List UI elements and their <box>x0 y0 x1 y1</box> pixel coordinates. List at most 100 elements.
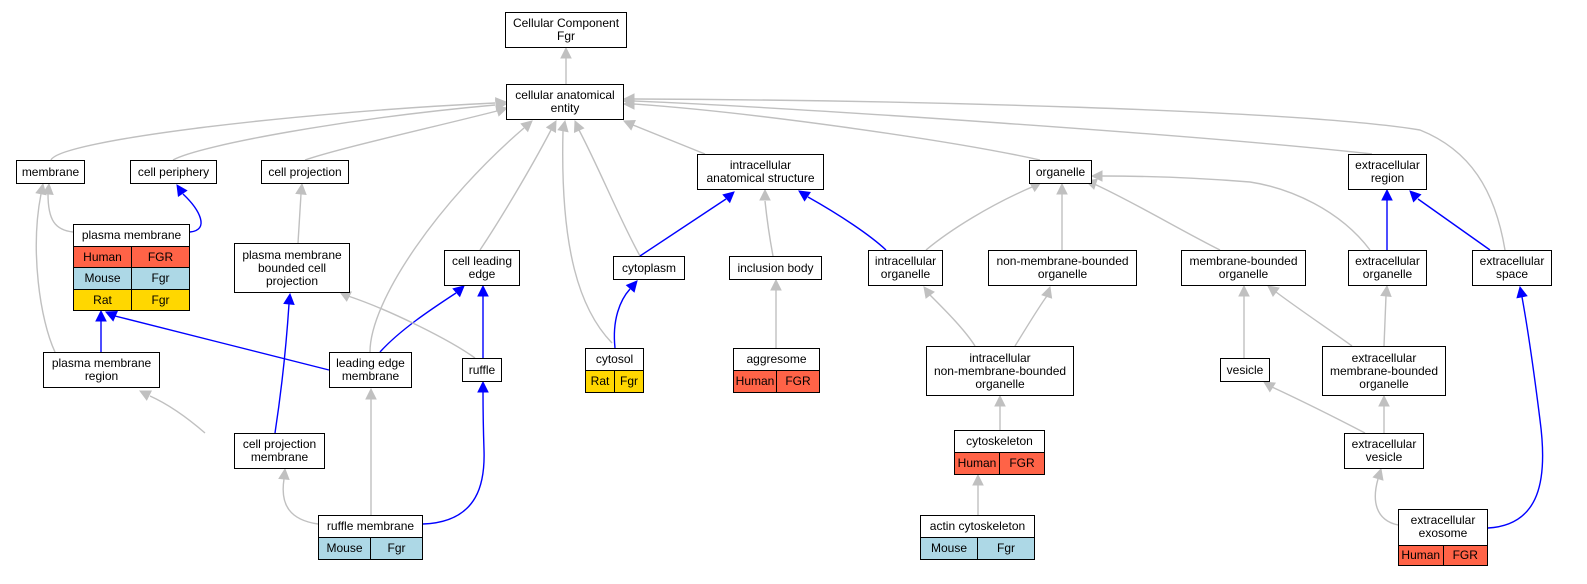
arrowhead-ruffle-membrane-to-cell-projection-membrane <box>278 467 290 481</box>
edge-mbo-to-organelle <box>1091 182 1221 251</box>
arrowhead-aggresome-to-inclusion-body <box>770 278 782 291</box>
edge-cell-projection-membrane-to-pm-region <box>149 395 206 434</box>
ortholog-gene: FGR <box>131 246 189 267</box>
node-cell-projection-membrane[interactable]: cell projection membrane <box>234 433 325 469</box>
edge-membrane-to-cae <box>50 102 496 161</box>
node-cellular-component-fgr[interactable]: Cellular Component Fgr <box>505 12 627 48</box>
arrowhead-cell-projection-membrane-to-pmbcp <box>283 292 295 306</box>
node-label: intracellular non-membrane-bounded organ… <box>933 350 1067 391</box>
arrowhead-cell-projection-membrane-to-pm-region <box>139 390 152 401</box>
node-label: membrane <box>21 164 80 179</box>
node-label: non-membrane-bounded organelle <box>996 254 1129 282</box>
arrowhead-extracellular-organelle-to-organelle <box>1090 170 1103 182</box>
edge-inmbo-to-nmbo <box>1014 295 1048 347</box>
ortholog-species: Human <box>957 456 997 471</box>
node-extracellular-organelle[interactable]: extracellular organelle <box>1348 250 1427 286</box>
arrowhead-pmbcp-to-cell-projection <box>295 182 307 196</box>
node-extracellular-membrane-bounded-organelle[interactable]: extracellular membrane-bounded organelle <box>1322 346 1446 396</box>
edge-pm-region-to-membrane <box>35 193 56 353</box>
ortholog-gene: FGR <box>1442 545 1488 565</box>
ortholog-species: Rat <box>590 374 610 389</box>
node-organelle[interactable]: organelle <box>1029 160 1092 184</box>
ortholog-gene: Fgr <box>977 537 1034 559</box>
arrowhead-extracellular-organelle-to-extracellular-region <box>1381 188 1393 201</box>
arrowhead-ruffle-membrane-to-leading-edge-membrane <box>365 387 377 400</box>
node-membrane[interactable]: membrane <box>16 160 85 184</box>
edge-cytoplasm-to-cae <box>578 129 641 257</box>
node-cellular-anatomical-entity[interactable]: cellular anatomical entity <box>506 84 624 120</box>
node-label: extracellular space <box>1479 254 1545 282</box>
node-leading-edge-membrane[interactable]: leading edge membrane <box>329 352 412 388</box>
node-label: extracellular vesicle <box>1351 437 1417 465</box>
edge-ias-to-cae <box>632 124 706 155</box>
arrowhead-embo-to-mbo <box>1267 285 1280 297</box>
arrowhead-embo-to-extracellular-organelle <box>1380 284 1392 298</box>
edge-ruffle-membrane-to-ruffle <box>422 391 485 525</box>
ortholog-gene: Fgr <box>370 537 422 559</box>
edge-extracellular-exosome-to-extracellular-vesicle <box>1374 478 1399 526</box>
edge-cytosol-to-cytoplasm <box>613 288 631 349</box>
node-extracellular-vesicle[interactable]: extracellular vesicle <box>1344 433 1424 469</box>
arrowhead-inmbo-to-nmbo <box>1041 285 1053 299</box>
node-cell-periphery[interactable]: cell periphery <box>130 160 217 184</box>
ortholog-gene: FGR <box>776 370 819 392</box>
node-vesicle[interactable]: vesicle <box>1220 358 1270 382</box>
node-ruffle[interactable]: ruffle <box>462 358 502 382</box>
node-membrane-bounded-organelle[interactable]: membrane-bounded organelle <box>1181 250 1306 286</box>
arrowhead-plasma-membrane-to-membrane <box>42 182 54 196</box>
arrowhead-cytoplasm-to-cae <box>573 119 585 133</box>
edge-cell-periphery-to-cae <box>172 104 496 161</box>
node-cell-leading-edge[interactable]: cell leading edge <box>444 250 520 286</box>
node-non-membrane-bounded-organelle[interactable]: non-membrane-bounded organelle <box>988 250 1137 286</box>
node-label: vesicle <box>1226 362 1264 377</box>
node-plasma-membrane-bounded-cell-projection[interactable]: plasma membrane bounded cell projection <box>234 243 350 293</box>
node-label: membrane-bounded organelle <box>1189 254 1298 282</box>
arrowhead-leading-edge-membrane-to-plasma-membrane <box>104 310 118 322</box>
node-label: extracellular exosome <box>1410 513 1476 541</box>
ortholog-gene: FGR <box>999 452 1044 474</box>
node-label: organelle <box>1035 164 1086 179</box>
node-cell-projection[interactable]: cell projection <box>261 160 349 184</box>
node-label: extracellular region <box>1355 158 1420 186</box>
node-label: cell projection <box>268 164 342 179</box>
edge-cell-projection-membrane-to-pmbcp <box>274 303 290 434</box>
arrowhead-extracellular-vesicle-to-vesicle <box>1263 381 1276 393</box>
node-label: cell periphery <box>137 164 210 179</box>
edge-embo-to-mbo <box>1275 291 1353 347</box>
edge-leading-edge-membrane-to-plasma-membrane <box>114 315 330 371</box>
edge-extracellular-region-to-cae <box>633 100 1373 155</box>
arrowhead-cytoskeleton-to-inmbo <box>994 394 1006 407</box>
node-intracellular-anatomical-structure[interactable]: intracellular anatomical structure <box>697 154 824 190</box>
node-intracellular-non-membrane-bounded-organelle[interactable]: intracellular non-membrane-bounded organ… <box>926 346 1074 396</box>
edge-inclusion-body-to-ias <box>764 200 774 257</box>
node-cytoplasm[interactable]: cytoplasm <box>613 256 685 280</box>
arrowhead-inmbo-to-intracellular-organelle <box>923 286 935 299</box>
arrowhead-cytosol-to-cytoplasm <box>625 280 638 293</box>
node-plasma-membrane-region[interactable]: plasma membrane region <box>43 352 160 388</box>
node-label: cytoskeleton <box>966 433 1033 448</box>
arrowhead-vesicle-to-mbo <box>1238 284 1250 297</box>
arrowhead-extracellular-space-to-cae <box>622 93 635 105</box>
node-inclusion-body[interactable]: inclusion body <box>729 256 822 280</box>
edge-plasma-membrane-to-membrane <box>47 193 74 233</box>
edge-leading-edge-membrane-to-cell-leading-edge <box>379 292 457 353</box>
node-label: actin cytoskeleton <box>929 518 1026 533</box>
node-label: extracellular membrane-bounded organelle <box>1329 350 1439 391</box>
arrowhead-ias-to-cae <box>622 119 636 131</box>
node-extracellular-space[interactable]: extracellular space <box>1472 250 1552 286</box>
edge-pmbcp-to-cell-projection <box>297 193 302 244</box>
node-intracellular-organelle[interactable]: intracellular organelle <box>868 250 943 286</box>
edge-organelle-to-cae <box>633 103 1041 161</box>
edge-extracellular-organelle-to-organelle <box>1101 175 1371 251</box>
node-extracellular-region[interactable]: extracellular region <box>1348 154 1427 190</box>
